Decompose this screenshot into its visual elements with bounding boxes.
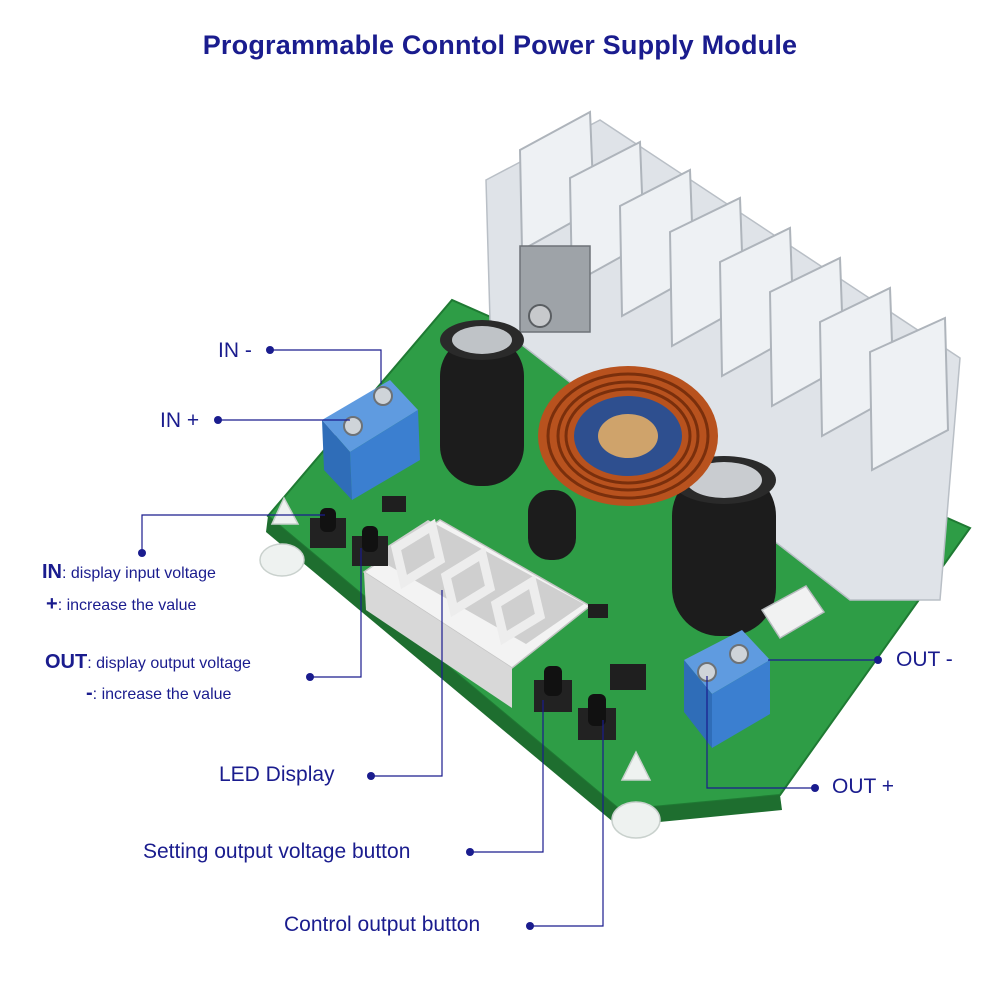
- output-terminal-block: [684, 630, 770, 748]
- capacitor-left: [440, 320, 524, 486]
- capacitor-small: [528, 490, 576, 560]
- label-in-key: IN: [42, 561, 62, 583]
- label-minus-description: -: increase the value: [86, 683, 231, 703]
- label-out-plus: OUT +: [832, 775, 895, 798]
- button-control: [578, 694, 616, 740]
- push-buttons: [310, 508, 616, 740]
- mounting-standoffs: [259, 496, 661, 839]
- label-out-minus: OUT -: [896, 648, 953, 671]
- label-control-button: Control output button: [284, 913, 481, 936]
- page-title: Programmable Conntol Power Supply Module: [202, 30, 798, 60]
- label-minus-desc: : increase the value: [92, 686, 232, 703]
- toroid-inductor: [538, 366, 718, 506]
- button-out-minus: [352, 526, 388, 566]
- connector-white: [760, 585, 826, 640]
- label-minus-key: -: [86, 682, 93, 704]
- label-setting-button: Setting output voltage button: [143, 840, 411, 863]
- label-plus-description: +: increase the value: [46, 594, 196, 614]
- label-plus-key: +: [46, 593, 58, 615]
- label-in-plus: IN +: [160, 409, 200, 432]
- label-out-description: OUT: display output voltage: [45, 652, 251, 672]
- label-out-key: OUT: [45, 651, 88, 673]
- label-in-description: IN: display input voltage: [42, 562, 216, 582]
- ic-chips: [382, 496, 646, 690]
- capacitor-right: [672, 456, 776, 636]
- label-out-desc: : display output voltage: [87, 655, 251, 672]
- button-in-plus: [310, 508, 346, 548]
- label-plus-desc: : increase the value: [57, 597, 197, 614]
- label-led-display: LED Display: [219, 763, 335, 786]
- heatsink: [485, 110, 961, 601]
- input-terminal-block: [322, 380, 420, 500]
- leader-dots: [138, 346, 882, 930]
- button-setting: [534, 666, 572, 712]
- led-display-module: [362, 518, 592, 708]
- label-in-minus: IN -: [218, 339, 252, 362]
- leader-lines: [141, 349, 876, 927]
- label-in-desc: : display input voltage: [62, 565, 216, 582]
